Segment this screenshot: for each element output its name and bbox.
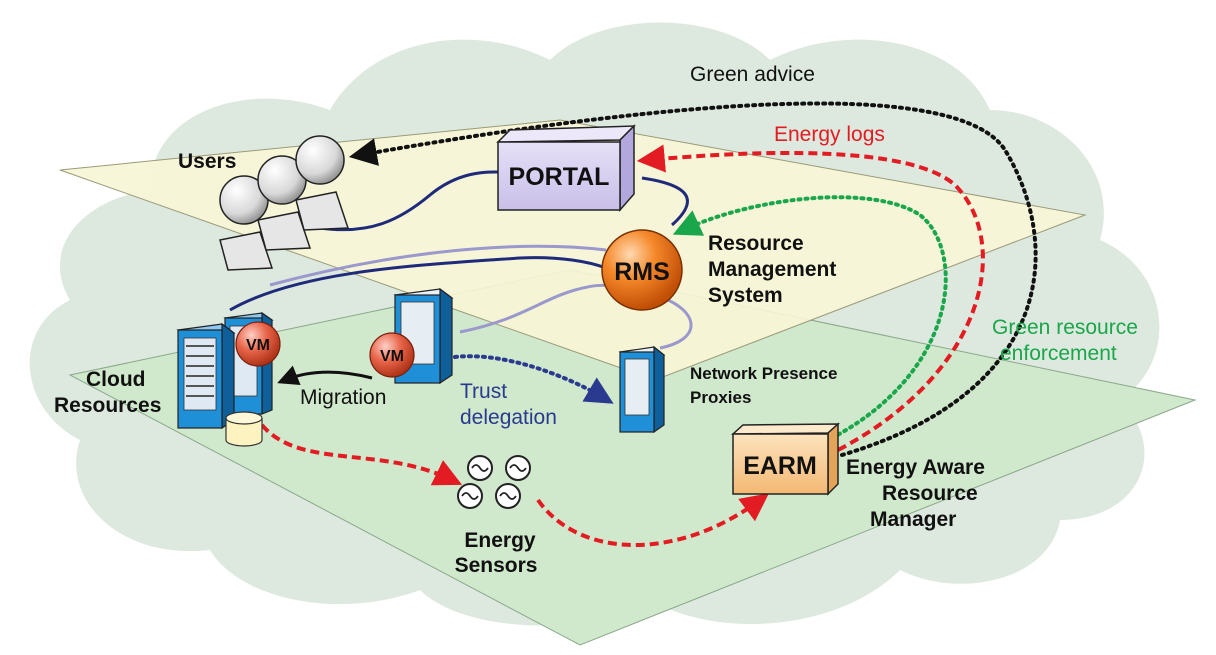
cloud-resources-line1: Cloud [86, 368, 145, 391]
migration-label: Migration [300, 386, 386, 409]
server-icon [176, 322, 236, 430]
cloud-servers [176, 311, 274, 447]
energy-sensors-line2: Sensors [455, 554, 538, 577]
vm-label: VM [380, 348, 404, 365]
cloud-resources-line2: Resources [54, 394, 161, 417]
earm-box: EARM [731, 422, 840, 496]
green-advice-arrow [348, 101, 1038, 457]
green-enforcement-arrow [672, 195, 948, 440]
sensor-icon [495, 483, 521, 509]
proxies-line2: Proxies [690, 388, 751, 407]
user-plane [59, 119, 1087, 381]
energy-sensors-line1: Energy [464, 529, 536, 552]
sensor-icon [457, 483, 483, 509]
vm-node-cloud: VM [235, 321, 281, 367]
vm-label: VM [246, 337, 270, 354]
portal-label: PORTAL [509, 163, 610, 191]
earm-name-line2: Resource [882, 482, 978, 505]
trust-delegation-line2: delegation [460, 406, 557, 429]
user-icon [257, 155, 312, 251]
sensor-icon [505, 455, 531, 481]
database-icon [225, 411, 263, 447]
users-group [219, 135, 350, 271]
vm-node-migrating: VM [369, 332, 415, 378]
rms-name-line3: System [708, 284, 783, 307]
energy-logs-label: Energy logs [774, 123, 885, 146]
earm-name-line3: Manager [870, 508, 956, 531]
proxy-server [618, 345, 666, 434]
migration-arrow [277, 365, 373, 386]
rms-label: RMS [614, 258, 670, 286]
user-icon [295, 135, 350, 231]
earm-name-line1: Energy Aware [846, 456, 985, 479]
earm-label: EARM [743, 452, 817, 480]
trust-delegation-line1: Trust [460, 380, 507, 403]
green-enforcement-line1: Green resource [992, 316, 1138, 339]
server-icon [618, 345, 666, 434]
energy-logs-arrow [636, 144, 985, 452]
proxies-line1: Network Presence [690, 364, 837, 383]
sensor-icon [467, 455, 493, 481]
rms-node: RMS [601, 229, 683, 311]
rms-name-line2: Management [708, 258, 836, 281]
links [229, 170, 693, 350]
trust-delegation-arrow [453, 354, 614, 404]
users-label: Users [178, 150, 236, 173]
cloud-to-sensor-arrow [260, 423, 463, 486]
portal-box: PORTAL [496, 124, 636, 212]
energy-sensors [457, 455, 531, 509]
green-advice-label: Green advice [690, 63, 815, 86]
green-enforcement-line2: enforcement [1000, 342, 1117, 365]
user-icon [219, 175, 274, 271]
rms-name-line1: Resource [708, 232, 804, 255]
